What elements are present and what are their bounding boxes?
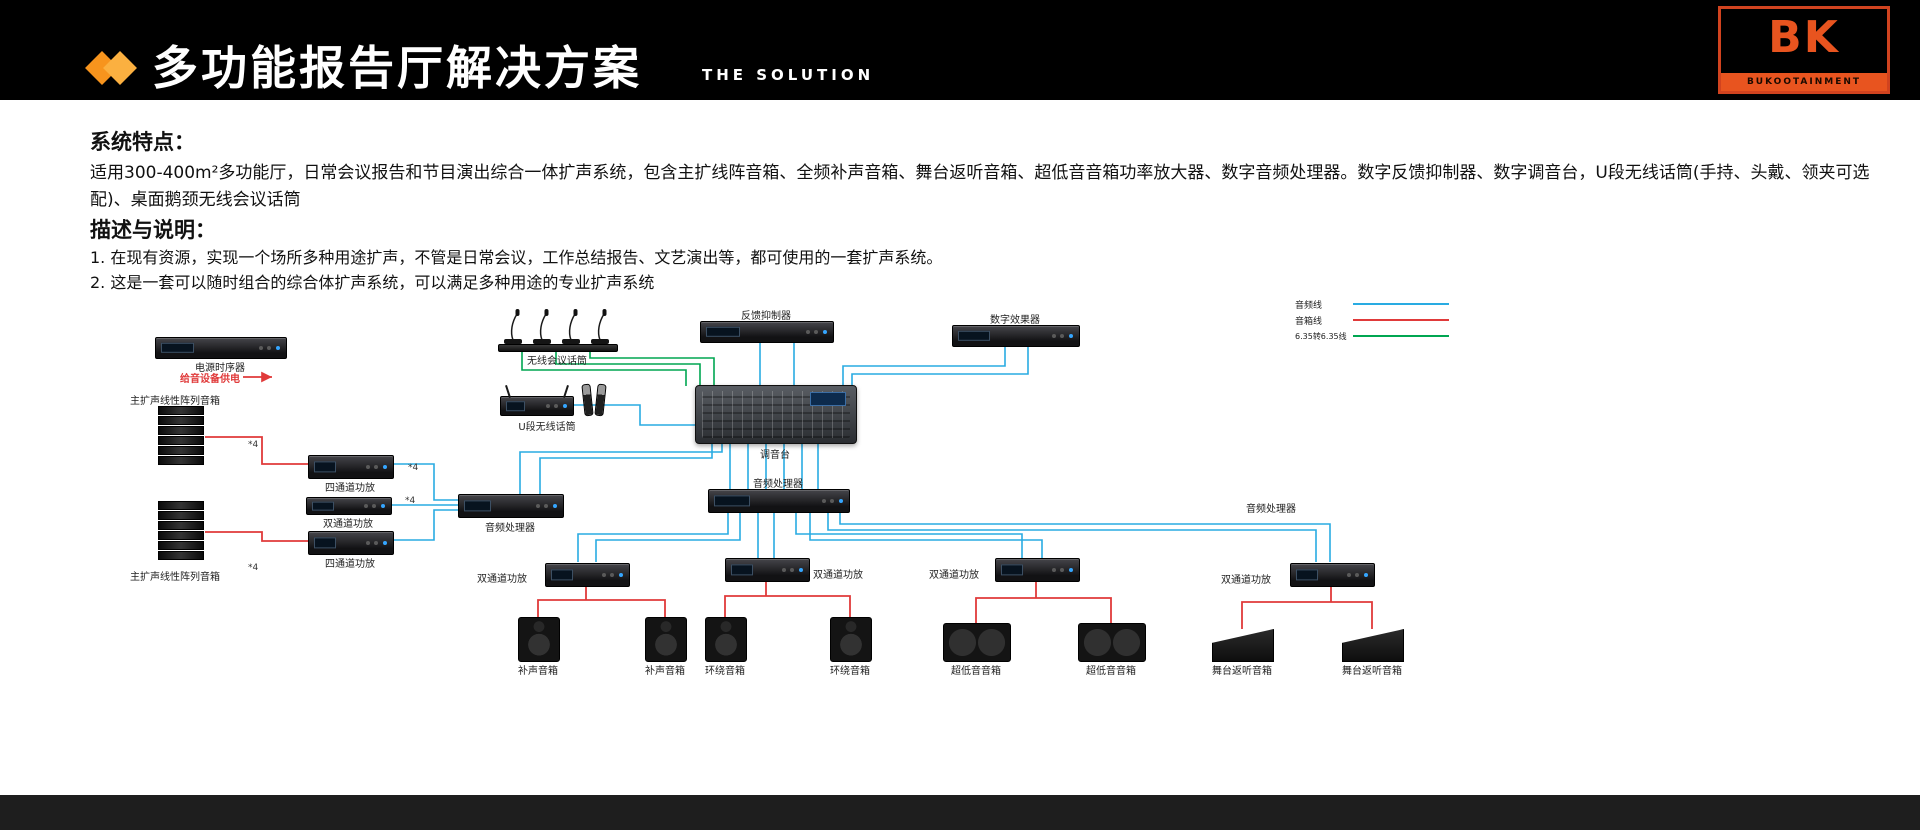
subwoofer-2: [1078, 623, 1146, 662]
subwoofer-2-label: 超低音音箱: [1086, 666, 1136, 677]
conference-mics-device: [500, 306, 613, 346]
brand-diamond-icon: [85, 50, 148, 86]
description-line-1: 1. 在现有资源，实现一个场所多种用途扩声，不管是日常会议，工作总结报告、文艺演…: [90, 248, 943, 267]
page-subtitle: THE SOLUTION: [702, 66, 875, 84]
amp-2ch-left-label: 双通道功放: [323, 519, 373, 530]
amp-4ch-2-device: [308, 531, 394, 555]
amp-4ch-1-label: 四通道功放: [325, 483, 375, 494]
gooseneck-mic-icon: [533, 309, 551, 344]
amp-2ch-b4-label: 双通道功放: [1221, 575, 1271, 586]
amp-2ch-b3-label: 双通道功放: [929, 570, 979, 581]
amp-2ch-b4-device: [1290, 563, 1375, 587]
fill-speaker-1: [518, 617, 560, 662]
legend-jack-label: 6.35转6.35线: [1295, 331, 1347, 341]
amp-4ch-2-label: 四通道功放: [325, 559, 375, 570]
legend-audio-label: 音频线: [1295, 300, 1323, 311]
legend-jack-line-swatch: [1353, 335, 1449, 337]
page-title: 多功能报告厅解决方案: [152, 41, 642, 95]
amp-2ch-b3-device: [995, 558, 1080, 582]
handheld-mic-icon: [594, 383, 607, 417]
line-array-bottom-device: [158, 501, 204, 560]
stage-monitor-1-label: 舞台返听音箱: [1212, 666, 1272, 677]
fill-speaker-1-label: 补声音箱: [518, 666, 558, 677]
legend-row-audio: 音频线: [1295, 296, 1449, 312]
handheld-mic-icon: [581, 383, 594, 417]
conference-mic-base: [498, 344, 618, 352]
line-array-top-device: [158, 406, 204, 465]
gooseneck-mic-icon: [562, 309, 580, 344]
mixer-screen: [810, 392, 846, 406]
gooseneck-mic-icon: [591, 309, 609, 344]
times4-annotation-2: *4: [408, 463, 419, 473]
digital-effects-device: [952, 325, 1080, 347]
surround-speaker-2-label: 环绕音箱: [830, 666, 870, 677]
surround-speaker-1-label: 环绕音箱: [705, 666, 745, 677]
logo-bk-text: BK: [1768, 12, 1840, 63]
surround-speaker-1: [705, 617, 747, 662]
legend-row-speaker: 音箱线: [1295, 312, 1449, 328]
logo-caption: BUKOOTAINMENT: [1721, 73, 1887, 91]
stage-monitor-2: [1342, 629, 1404, 662]
legend-row-jack: 6.35转6.35线: [1295, 328, 1449, 344]
uband-mics-label: U段无线话筒: [518, 422, 576, 433]
power-sequencer-label: 电源时序器: [195, 363, 245, 374]
description-list: 1. 在现有资源，实现一个场所多种用途扩声，不管是日常会议，工作总结报告、文艺演…: [90, 246, 1790, 296]
surround-speaker-2: [830, 617, 872, 662]
processor-center-label: 音频处理器: [753, 479, 803, 490]
legend-audio-line-swatch: [1353, 303, 1449, 305]
processor-left-device: [458, 494, 564, 518]
amp-2ch-left-device: [306, 497, 392, 515]
times4-annotation-3: *4: [405, 496, 416, 506]
amp-2ch-b2-device: [725, 558, 810, 582]
gooseneck-mic-icon: [504, 309, 522, 344]
processor-right-label: 音频处理器: [1246, 504, 1296, 515]
company-logo: BK BUKOOTAINMENT: [1718, 6, 1890, 94]
wire-legend: 音频线 音箱线 6.35转6.35线: [1295, 296, 1449, 344]
fill-speaker-2-label: 补声音箱: [645, 666, 685, 677]
stage-monitor-1: [1212, 629, 1274, 662]
features-heading: 系统特点：: [90, 130, 195, 154]
antenna-icon: [505, 385, 511, 398]
processor-center-device: [708, 489, 850, 513]
feedback-suppressor-device: [700, 321, 834, 343]
times4-annotation-4: *4: [248, 563, 259, 573]
power-sequencer-device: [155, 337, 287, 359]
antenna-icon: [563, 385, 569, 398]
uband-receiver-device: [500, 385, 574, 416]
amp-4ch-1-device: [308, 455, 394, 479]
processor-left-label: 音频处理器: [485, 523, 535, 534]
amp-2ch-b2-label: 双通道功放: [813, 570, 863, 581]
subwoofer-1-label: 超低音音箱: [951, 666, 1001, 677]
stage-monitor-2-label: 舞台返听音箱: [1342, 666, 1402, 677]
feedback-suppressor-label: 反馈抑制器: [741, 311, 791, 322]
header-bar: 多功能报告厅解决方案 THE SOLUTION BK BUKOOTAINMENT: [0, 0, 1920, 100]
amp-2ch-b1-label: 双通道功放: [477, 574, 527, 585]
amp-2ch-b1-device: [545, 563, 630, 587]
description-heading: 描述与说明：: [90, 218, 216, 242]
conference-mics-label: 无线会议话筒: [527, 356, 587, 367]
mixer-label: 调音台: [760, 450, 790, 461]
subwoofer-1: [943, 623, 1011, 662]
fill-speaker-2: [645, 617, 687, 662]
features-text: 适用300-400m²多功能厅，日常会议报告和节目演出综合一体扩声系统，包含主扩…: [90, 163, 1870, 211]
line-array-top-label: 主扩声线性阵列音箱: [130, 396, 220, 407]
digital-effects-label: 数字效果器: [990, 315, 1040, 326]
footer-bar: [0, 795, 1920, 830]
legend-speaker-line-swatch: [1353, 319, 1449, 321]
power-note-label: 给音设备供电: [180, 374, 240, 385]
times4-annotation-1: *4: [248, 440, 259, 450]
line-array-bottom-label: 主扩声线性阵列音箱: [130, 572, 220, 583]
mixer-device: [695, 385, 857, 444]
description-line-2: 2. 这是一套可以随时组合的综合体扩声系统，可以满足多种用途的专业扩声系统: [90, 273, 655, 293]
legend-speaker-label: 音箱线: [1295, 316, 1323, 327]
